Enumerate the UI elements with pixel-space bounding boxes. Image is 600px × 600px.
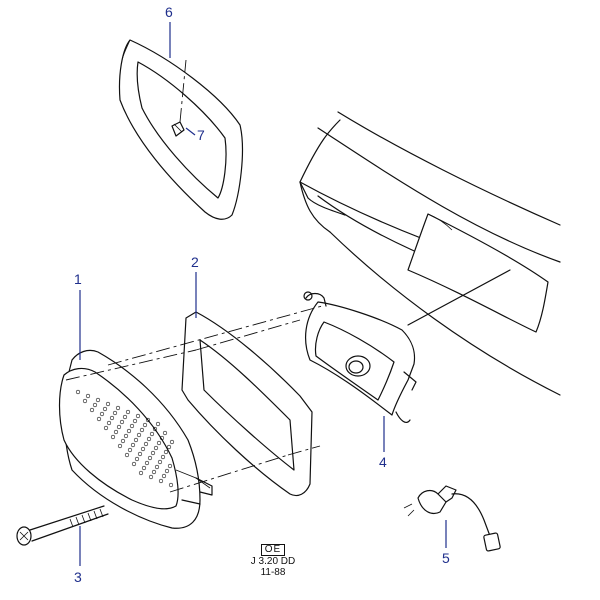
lens-pattern	[75, 389, 175, 488]
lens-dot	[112, 410, 118, 416]
lens-dot	[130, 442, 136, 448]
leader-lines	[79, 22, 447, 566]
lens-dot	[144, 460, 150, 466]
lens-dot	[167, 463, 173, 469]
bulb-assembly	[403, 485, 501, 552]
callout-7: 7	[197, 127, 205, 143]
lens-dot	[146, 436, 152, 442]
lens-dot	[75, 389, 81, 395]
lens-dot	[159, 435, 165, 441]
lens-dot	[153, 445, 159, 451]
lens-dot	[117, 443, 123, 449]
lens-dot	[103, 425, 109, 431]
lens-dot	[115, 405, 121, 411]
lens-dot	[125, 409, 131, 415]
lens-dot	[109, 415, 115, 421]
lens-dot	[96, 416, 102, 422]
lens-dot	[155, 421, 161, 427]
lens-dot	[168, 482, 174, 488]
lens-dot	[126, 428, 132, 434]
lens-dot	[122, 414, 128, 420]
lens-dot	[139, 427, 145, 433]
lens-dot	[136, 432, 142, 438]
lens-dot	[143, 441, 149, 447]
lens-dot	[140, 446, 146, 452]
lamp-housing	[58, 349, 213, 529]
mounting-screw	[16, 505, 109, 546]
lens-dot	[89, 407, 95, 413]
lens-dot	[157, 459, 163, 465]
lens-dot	[106, 420, 112, 426]
lens-dot	[164, 468, 170, 474]
callout-3: 3	[74, 569, 82, 585]
lens-dot	[151, 469, 157, 475]
lens-dot	[169, 439, 175, 445]
callout-1: 1	[74, 271, 82, 287]
lens-dot	[113, 429, 119, 435]
reference-code-box: OE	[260, 544, 286, 556]
lens-dot	[161, 473, 167, 479]
lens-dot	[133, 437, 139, 443]
lens-dot	[142, 422, 148, 428]
lens-dot	[138, 470, 144, 476]
lens-dot	[99, 411, 105, 417]
lens-dot	[148, 474, 154, 480]
callout-2: 2	[191, 254, 199, 270]
lens-dot	[163, 449, 169, 455]
clip-part	[171, 121, 185, 137]
lens-dot	[131, 461, 137, 467]
lens-dot	[129, 423, 135, 429]
lens-dot	[166, 444, 172, 450]
reference-date: 11-88	[260, 567, 286, 578]
lens-dot	[132, 418, 138, 424]
lens-dot	[150, 450, 156, 456]
lens-dot	[127, 447, 133, 453]
lens-dot	[120, 438, 126, 444]
lens-dot	[116, 424, 122, 430]
callout-5: 5	[442, 550, 450, 566]
lens-dot	[119, 419, 125, 425]
reference-number: J 3.20 DD	[250, 556, 296, 567]
lens-dot	[85, 393, 91, 399]
gasket-seal	[181, 311, 313, 497]
vehicle-bumper	[299, 111, 561, 396]
lens-dot	[156, 440, 162, 446]
lens-dot	[134, 456, 140, 462]
lens-dot	[95, 397, 101, 403]
diagram-reference: OE J 3.20 DD 11-88	[248, 544, 298, 578]
callout-4: 4	[379, 454, 387, 470]
lens-dot	[147, 455, 153, 461]
lens-dot	[82, 398, 88, 404]
lens-dot	[135, 413, 141, 419]
callout-6: 6	[165, 4, 173, 20]
lens-dot	[149, 431, 155, 437]
lens-dot	[162, 430, 168, 436]
lens-dot	[105, 401, 111, 407]
lens-dot	[123, 433, 129, 439]
lens-dot	[158, 478, 164, 484]
lens-dot	[102, 406, 108, 412]
lens-dot	[145, 417, 151, 423]
reflector-unit	[303, 291, 417, 424]
lens-dot	[154, 464, 160, 470]
lens-dot	[141, 465, 147, 471]
lens-dot	[92, 402, 98, 408]
assembly-lines	[65, 59, 511, 493]
lens-dot	[152, 426, 158, 432]
lens-dot	[137, 451, 143, 457]
lens-dot	[160, 454, 166, 460]
lens-dot	[124, 452, 130, 458]
lens-dot	[110, 434, 116, 440]
